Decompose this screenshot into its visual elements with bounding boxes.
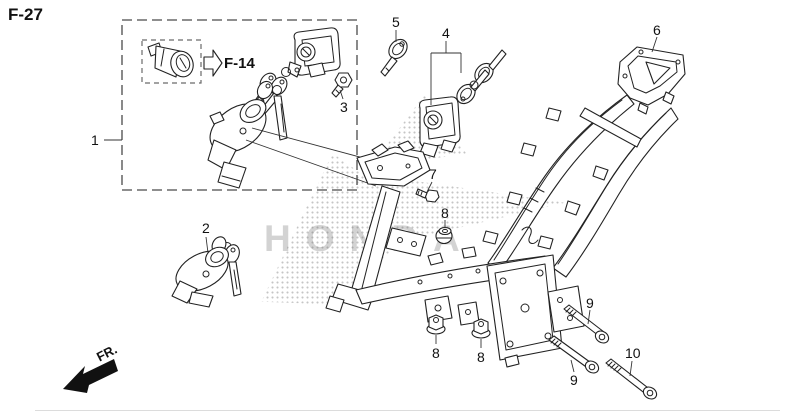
seat-lock-drawing (287, 27, 341, 78)
callout-8c[interactable]: 8 (477, 349, 485, 365)
callout-4[interactable]: 4 (442, 25, 450, 41)
callout-9a[interactable]: 9 (586, 295, 594, 311)
page-code: F-27 (8, 5, 43, 24)
bolt-7-drawing (415, 188, 440, 203)
outer-dashed-box (121, 19, 358, 191)
callout-2[interactable]: 2 (202, 220, 210, 236)
nut-8-left-drawing (426, 314, 446, 335)
switch-2-drawing (171, 236, 242, 308)
callout-1[interactable]: 1 (91, 132, 99, 148)
callout-10[interactable]: 10 (625, 345, 641, 361)
key-set-4-drawing (419, 49, 507, 158)
bolt-9-lower-drawing (548, 335, 600, 374)
callout-leader-lines (104, 30, 658, 377)
bolt-9-upper-drawing (563, 304, 610, 344)
bolt-10-drawing (605, 358, 658, 400)
callout-3[interactable]: 3 (340, 99, 348, 115)
callout-9b[interactable]: 9 (570, 372, 578, 388)
bolt-3-drawing (331, 72, 353, 98)
callout-8b[interactable]: 8 (432, 345, 440, 361)
lock-cylinder-drawing (147, 42, 194, 78)
f14-arrow-icon (203, 49, 223, 77)
f14-reference-label[interactable]: F-14 (224, 55, 255, 72)
callout-6[interactable]: 6 (653, 22, 661, 38)
grommet-8-drawing (435, 226, 453, 245)
nut-8-mid-drawing (471, 318, 491, 339)
callout-8a[interactable]: 8 (441, 205, 449, 221)
frame-body-drawing (245, 46, 686, 368)
fr-direction-arrow-icon (63, 359, 118, 393)
key-5-drawing (380, 38, 408, 77)
page-bottom-rule (35, 410, 780, 411)
ignition-switch-drawing (207, 80, 288, 189)
watermark-text: HONDA (264, 218, 475, 260)
callout-5[interactable]: 5 (392, 14, 400, 30)
inner-dashed-box (141, 39, 202, 84)
callout-7[interactable]: 7 (429, 166, 437, 182)
